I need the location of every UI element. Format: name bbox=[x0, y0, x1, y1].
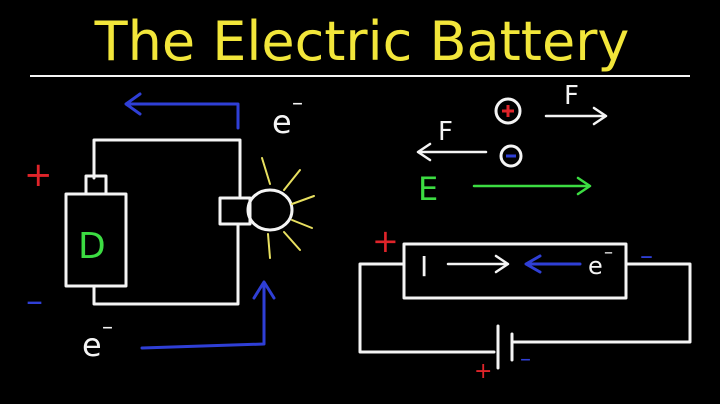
bulb-socket bbox=[218, 196, 252, 226]
force-label-left: F bbox=[438, 117, 453, 147]
force-arrow-right bbox=[544, 106, 608, 126]
conductor-bar bbox=[402, 242, 628, 300]
plus-sign-left: + bbox=[24, 155, 53, 195]
force-label-right: F bbox=[564, 81, 579, 111]
field-label: E bbox=[418, 170, 438, 208]
negative-charge bbox=[499, 144, 523, 168]
field-arrow bbox=[472, 176, 592, 196]
electron-label-top-charge: – bbox=[292, 91, 303, 116]
positive-charge bbox=[494, 97, 522, 125]
bottom-wire bbox=[92, 224, 240, 306]
electron-label-top: e bbox=[272, 103, 292, 141]
force-arrow-left bbox=[416, 142, 488, 162]
plus-sign-small: + bbox=[474, 359, 492, 384]
minus-sign-cell: – bbox=[640, 241, 653, 271]
minus-sign-left: – bbox=[26, 281, 43, 321]
charge-diagram bbox=[416, 97, 608, 196]
battery-letter: D bbox=[78, 226, 106, 267]
right-wire bbox=[512, 262, 692, 344]
electron-flow-top bbox=[124, 92, 240, 130]
electron-label-bottom: e bbox=[82, 326, 102, 364]
left-circuit bbox=[64, 138, 294, 306]
bulb-globe bbox=[246, 188, 294, 232]
electron-drift-arrow bbox=[524, 254, 582, 274]
minus-sign-small: – bbox=[520, 347, 531, 372]
electron-label-bottom-charge: – bbox=[102, 315, 113, 340]
current-label: I bbox=[420, 250, 428, 283]
top-wire bbox=[92, 138, 242, 198]
right-circuit bbox=[358, 242, 692, 370]
current-arrow bbox=[446, 254, 510, 274]
electron-flow-bottom bbox=[140, 280, 276, 350]
plus-sign-cell: + bbox=[372, 222, 399, 260]
electron-label-cell-charge: – bbox=[604, 242, 613, 263]
left-wire bbox=[358, 262, 496, 354]
light-rays bbox=[261, 157, 315, 259]
electron-label-cell: e bbox=[588, 252, 603, 280]
page-title: The Electric Battery bbox=[94, 10, 630, 73]
battery-terminal bbox=[84, 174, 108, 196]
battery-body bbox=[64, 192, 128, 288]
